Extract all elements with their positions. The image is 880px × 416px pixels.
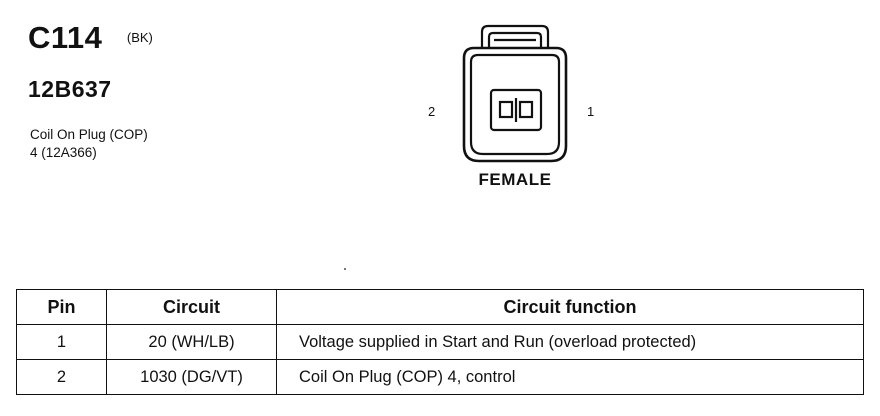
pin-label-2: 2	[428, 104, 436, 119]
connector-description: Coil On Plug (COP) 4 (12A366)	[30, 126, 148, 162]
connector-face-icon	[462, 24, 568, 163]
header-function: Circuit function	[276, 289, 864, 325]
row-function: Coil On Plug (COP) 4, control	[276, 359, 864, 395]
header-circuit: Circuit	[106, 289, 277, 325]
row-pin: 2	[16, 359, 107, 395]
row-circuit: 20 (WH/LB)	[106, 324, 277, 360]
row-pin: 1	[16, 324, 107, 360]
header-pin: Pin	[16, 289, 107, 325]
table-header-row: Pin Circuit Circuit function	[16, 289, 864, 325]
part-number: 12B637	[28, 76, 112, 102]
table-row: 2 1030 (DG/VT) Coil On Plug (COP) 4, con…	[16, 359, 864, 395]
gender-label: FEMALE	[478, 170, 552, 189]
connector-id: C114	[28, 20, 103, 55]
row-circuit: 1030 (DG/VT)	[106, 359, 277, 395]
row-function: Voltage supplied in Start and Run (overl…	[276, 324, 864, 360]
pinout-table: Pin Circuit Circuit function 1 20 (WH/LB…	[16, 289, 864, 395]
connector-face-diagram: 2 1 FEMALE	[420, 18, 610, 198]
connector-color: (BK)	[126, 30, 153, 45]
description-line-2: 4 (12A366)	[30, 145, 97, 160]
pin-label-1: 1	[587, 104, 595, 119]
description-line-1: Coil On Plug (COP)	[30, 127, 148, 142]
table-row: 1 20 (WH/LB) Voltage supplied in Start a…	[16, 324, 864, 360]
connector-header: C114 (BK)	[28, 20, 153, 56]
stray-dot	[344, 268, 346, 270]
